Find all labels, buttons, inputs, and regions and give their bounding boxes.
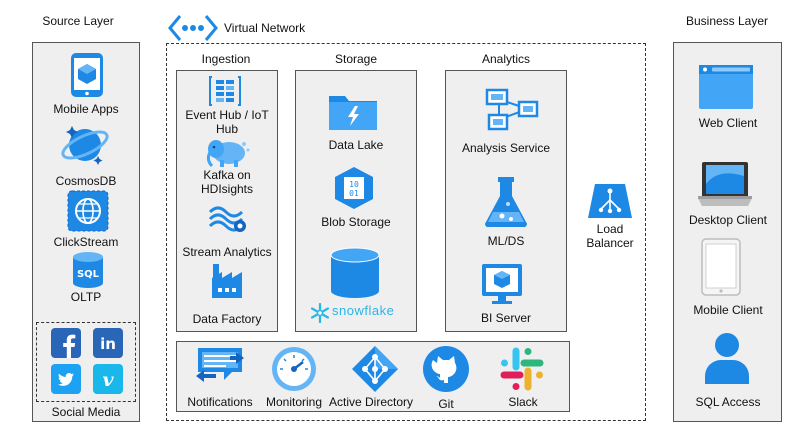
data-lake-icon <box>327 90 379 132</box>
cosmosdb-label: CosmosDB <box>55 174 117 188</box>
ingestion-title: Ingestion <box>201 52 251 66</box>
bi-server-label: BI Server <box>480 311 531 325</box>
ml-flask-icon <box>484 176 528 228</box>
snowflake-icon <box>310 303 330 323</box>
storage-title: Storage <box>334 52 378 66</box>
virtual-network-icon <box>168 14 218 42</box>
notifications-icon <box>194 344 246 390</box>
tablet-icon <box>701 238 741 296</box>
slack-icon <box>500 347 544 391</box>
user-icon <box>704 332 750 384</box>
data-factory-icon <box>210 262 244 300</box>
clickstream-icon <box>66 189 110 233</box>
notifications-label: Notifications <box>187 395 253 409</box>
web-client-label: Web Client <box>698 116 758 130</box>
social-media-label: Social Media <box>51 405 121 419</box>
mobile-app-icon <box>69 52 105 98</box>
svg-text:01: 01 <box>349 189 359 198</box>
oltp-label: OLTP <box>70 290 102 304</box>
event-hub-label-line2: Hub <box>215 122 238 136</box>
sql-database-icon: SQL <box>71 251 105 289</box>
twitter-icon <box>51 364 81 394</box>
blob-storage-label: Blob Storage <box>321 215 391 229</box>
monitoring-gauge-icon <box>268 345 320 393</box>
snowflake-wordmark: snowflake <box>332 303 395 318</box>
cosmosdb-icon <box>60 118 110 170</box>
blob-storage-icon: 10 01 <box>333 166 375 210</box>
svg-text:v: v <box>102 369 114 391</box>
virtual-network-title: Virtual Network <box>224 21 306 35</box>
kafka-hdinsight-icon <box>204 136 250 168</box>
mobile-apps-label: Mobile Apps <box>53 102 119 116</box>
github-icon <box>422 345 470 393</box>
active-directory-label: Active Directory <box>328 395 414 409</box>
linkedin-icon: in <box>93 328 123 358</box>
sql-access-label: SQL Access <box>695 395 761 409</box>
virtual-network-boundary <box>166 43 646 421</box>
event-hub-icon <box>208 75 242 107</box>
svg-text:SQL: SQL <box>77 269 100 280</box>
analysis-service-label: Analysis Service <box>461 141 551 155</box>
laptop-icon <box>694 160 756 208</box>
mobile-client-label: Mobile Client <box>693 303 763 317</box>
source-layer-panel <box>32 42 140 422</box>
load-balancer-label-line1: Load <box>596 222 624 236</box>
data-factory-label: Data Factory <box>192 312 262 326</box>
stream-analytics-label: Stream Analytics <box>182 245 272 259</box>
svg-text:10: 10 <box>349 180 359 189</box>
facebook-icon <box>51 328 81 358</box>
kafka-label-line1: Kafka on <box>203 168 251 182</box>
social-media-group <box>36 322 136 402</box>
database-icon <box>329 247 381 299</box>
desktop-client-label: Desktop Client <box>688 213 768 227</box>
load-balancer-label-line2: Balancer <box>586 236 634 250</box>
bi-server-icon <box>481 263 523 305</box>
kafka-label-line2: HDIsights <box>200 182 253 196</box>
business-layer-title: Business Layer <box>685 14 769 28</box>
active-directory-icon <box>351 345 399 393</box>
analysis-service-icon <box>485 88 539 132</box>
web-browser-icon <box>698 64 754 110</box>
monitoring-label: Monitoring <box>265 395 323 409</box>
svg-text:in: in <box>100 335 116 353</box>
slack-label: Slack <box>508 395 538 409</box>
clickstream-label: ClickStream <box>53 235 119 249</box>
source-layer-title: Source Layer <box>42 14 114 28</box>
stream-analytics-icon <box>208 202 248 236</box>
event-hub-label-line1: Event Hub / IoT <box>185 108 269 122</box>
ml-ds-label: ML/DS <box>487 234 525 248</box>
vimeo-icon: v <box>93 364 123 394</box>
load-balancer-icon <box>587 183 633 219</box>
git-label: Git <box>438 397 454 411</box>
analytics-title: Analytics <box>481 52 531 66</box>
data-lake-label: Data Lake <box>328 138 384 152</box>
